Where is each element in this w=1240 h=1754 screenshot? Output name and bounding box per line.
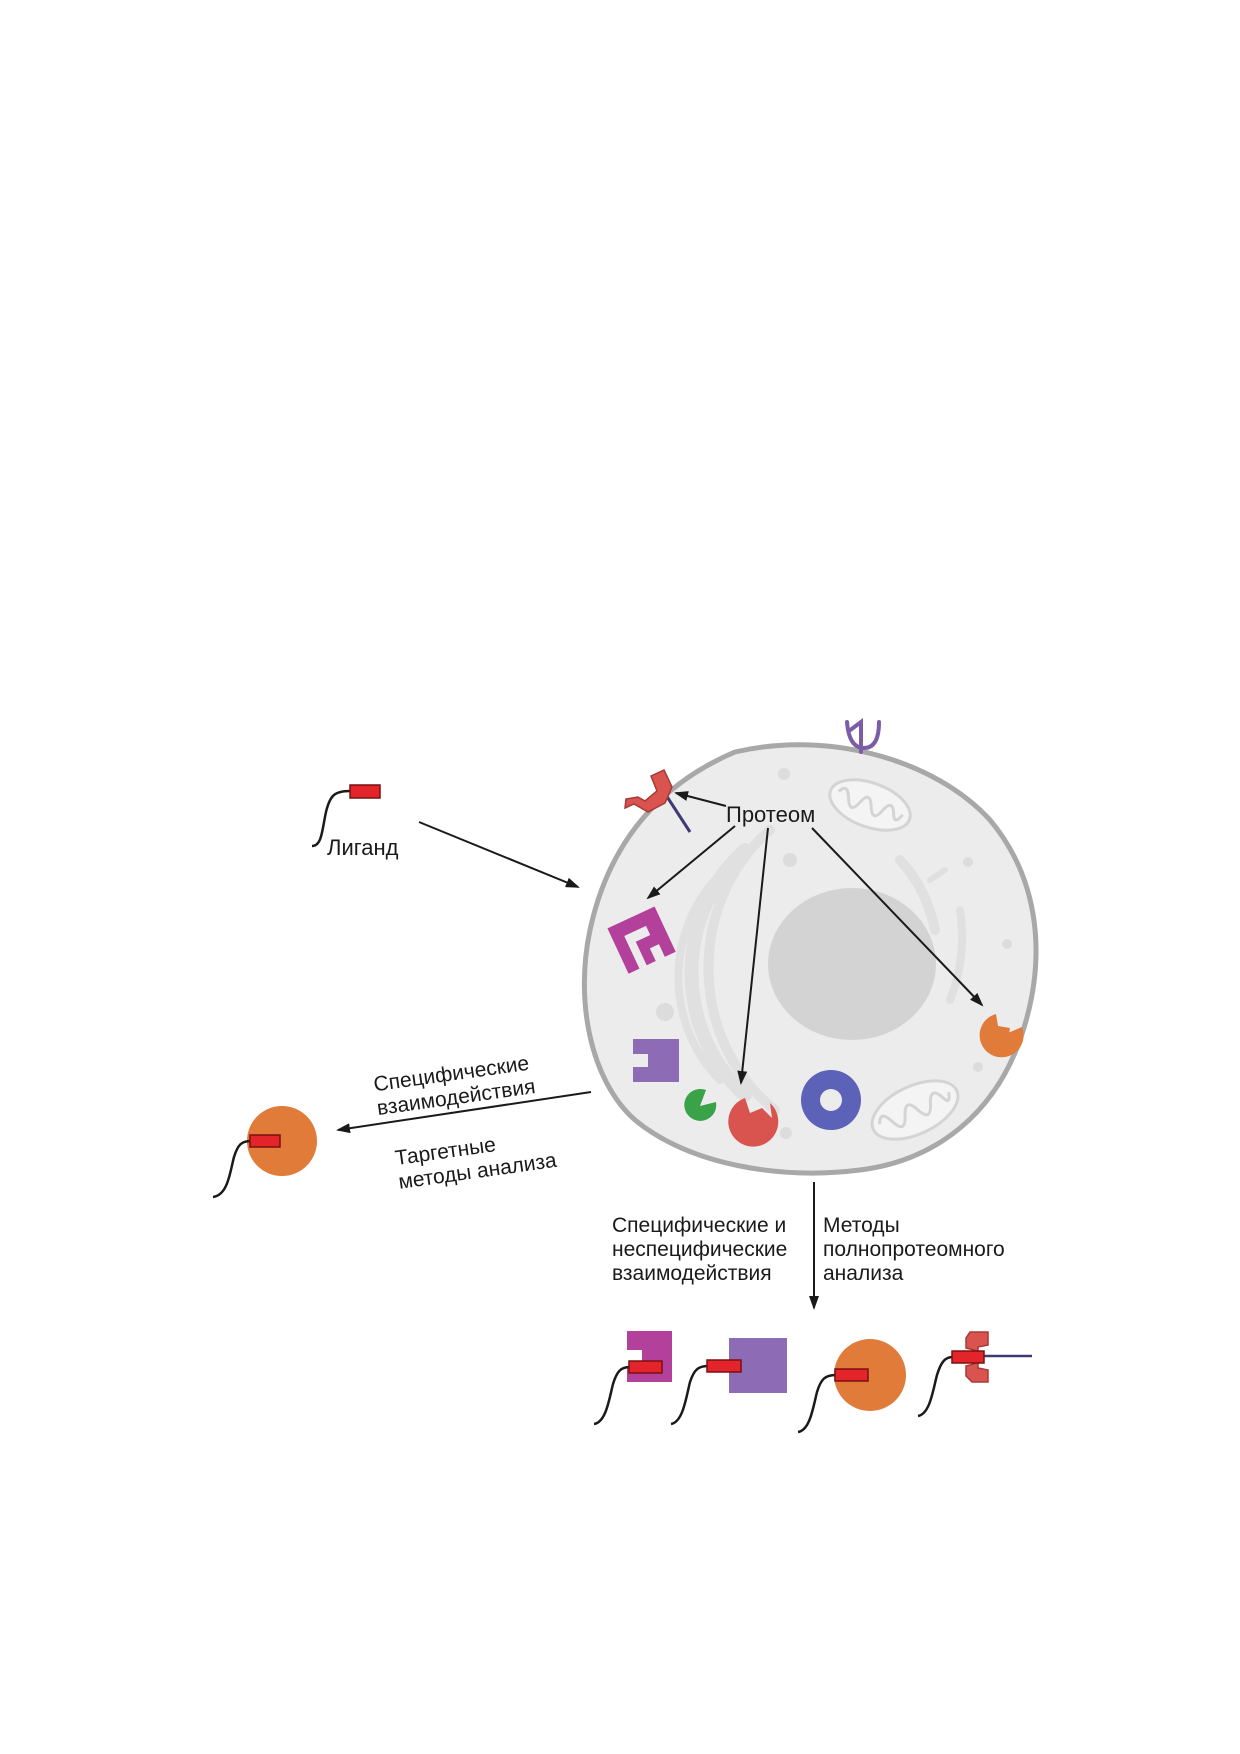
proteome-wide-left-line3: взаимодействия [612,1262,772,1285]
ligand-icon [706,1359,742,1373]
targeted-labels: Специфические взаимодействия Таргетные м… [372,1052,558,1194]
result-complex-purple [670,1338,787,1426]
receptor-icon [845,718,881,754]
mitochondrion-icon [870,1079,960,1141]
result-complex-red-receptor [917,1331,1032,1418]
result-complex-orange [797,1339,906,1434]
mitochondrion-icon [828,778,912,832]
green-protein-icon [684,1088,717,1121]
ligand-icon [951,1350,985,1364]
ligand-label: Лиганд [327,835,399,860]
ligand-icon [834,1368,869,1382]
blue-ring-protein-icon [801,1070,861,1130]
targeted-result-complex [212,1106,317,1199]
result-complex-magenta [593,1331,672,1426]
ligand-icon [249,1134,281,1148]
red-membrane-protein-icon [624,769,692,833]
proteome-label: Протеом [726,802,815,827]
arrow-icon [336,791,984,1310]
ligand-icon [311,784,381,848]
magenta-protein-icon [607,906,676,974]
orange-protein-icon [979,1014,1024,1058]
red-protein-icon [728,1098,779,1147]
ligand-icon [628,1360,663,1374]
nucleus-icon [768,888,936,1040]
proteome-wide-left-line2: неспецифические [612,1238,787,1261]
proteome-wide-left-line1: Специфические и [612,1214,786,1237]
proteome-wide-right-line2: полнопротеомного [823,1238,1005,1261]
proteome-wide-right-line3: анализа [823,1262,904,1285]
purple-protein-icon [633,1039,679,1082]
proteome-wide-right-line1: Методы [823,1214,900,1237]
